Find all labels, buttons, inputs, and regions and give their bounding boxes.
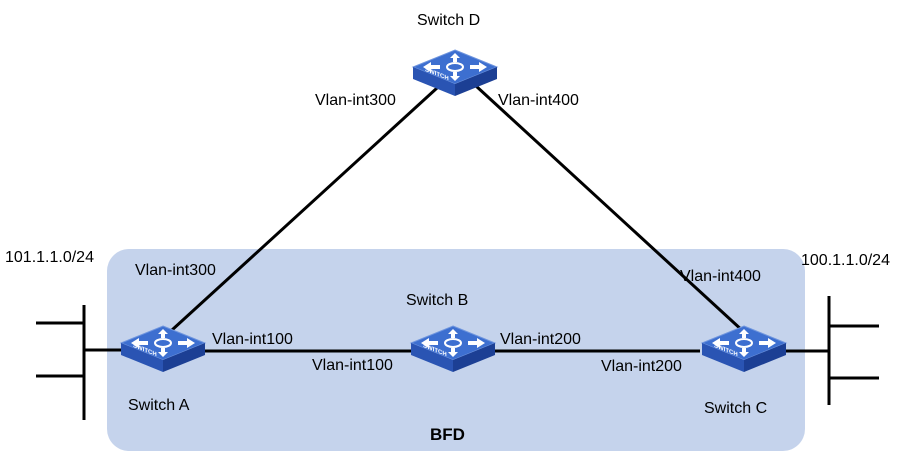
switch-c-label: Switch C [704,400,767,417]
switch-d-label: Switch D [417,12,480,29]
link-a-d [170,86,439,332]
switch-a-label: Switch A [128,397,190,414]
subnet-label-left: 101.1.1.0/24 [5,249,94,266]
interface-label-c-to-b: Vlan-int200 [601,358,682,375]
network-segment-right [786,296,879,405]
subnet-label-right: 100.1.1.0/24 [801,252,890,269]
interface-label-b-to-a: Vlan-int100 [312,357,393,374]
interface-label-a-to-d: Vlan-int300 [135,262,216,279]
switch-a-icon[interactable]: SWITCH [119,325,207,372]
switch-b-icon[interactable]: SWITCH [409,325,497,372]
interface-label-a-to-b: Vlan-int100 [212,331,293,348]
interface-label-d-to-c: Vlan-int400 [498,92,579,109]
switch-d-icon[interactable]: SWITCH [411,49,499,96]
switch-c-icon[interactable]: SWITCH [700,325,788,372]
switch-b-label: Switch B [406,292,468,309]
interface-label-c-to-d: Vlan-int400 [680,268,761,285]
link-c-d [474,84,746,334]
network-segment-left [36,305,122,420]
bfd-label: BFD [430,425,465,444]
interface-label-d-to-a: Vlan-int300 [315,92,396,109]
interface-label-b-to-c: Vlan-int200 [500,331,581,348]
